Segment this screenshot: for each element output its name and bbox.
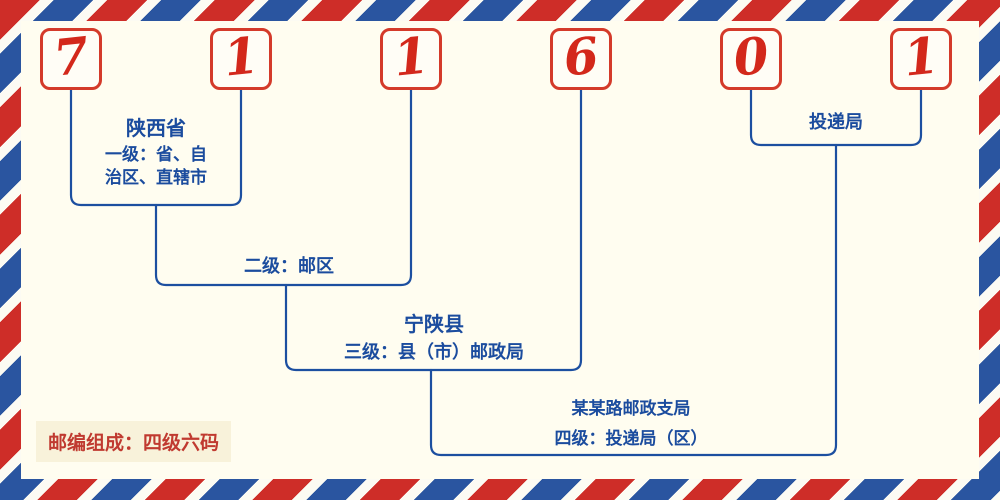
level1-region-label: 陕西省 — [126, 118, 186, 140]
digit-4: 6 — [560, 25, 602, 88]
level1-desc-label: 一级：省、自 治区、直辖市 — [76, 143, 236, 189]
digit-5: 0 — [730, 25, 772, 88]
digit-box-5: 0 — [720, 25, 782, 90]
delivery-office-label: 投递局 — [809, 112, 863, 132]
level3-desc-label: 三级：县（市）邮政局 — [344, 342, 524, 362]
level4-branch-label: 某某路邮政支局 — [571, 399, 691, 418]
digit-3: 1 — [390, 25, 432, 88]
digit-box-2: 1 — [210, 25, 272, 90]
digit-box-4: 6 — [550, 25, 612, 90]
postal-code-composition-note: 邮编组成：四级六码 — [36, 421, 232, 462]
level1-desc-line1: 一级：省、自 — [105, 145, 207, 164]
digit-2: 1 — [220, 25, 262, 88]
digit-6: 1 — [900, 25, 942, 88]
level4-desc-label: 四级：投递局（区） — [554, 429, 708, 448]
level2-desc-label: 二级：邮区 — [244, 256, 334, 276]
digit-box-6: 1 — [890, 25, 952, 90]
level1-desc-line2: 治区、直辖市 — [105, 168, 207, 187]
digit-box-1: 7 — [40, 25, 102, 90]
level3-region-label: 宁陕县 — [404, 314, 464, 336]
digit-1: 7 — [50, 25, 92, 88]
digit-box-3: 1 — [380, 25, 442, 90]
